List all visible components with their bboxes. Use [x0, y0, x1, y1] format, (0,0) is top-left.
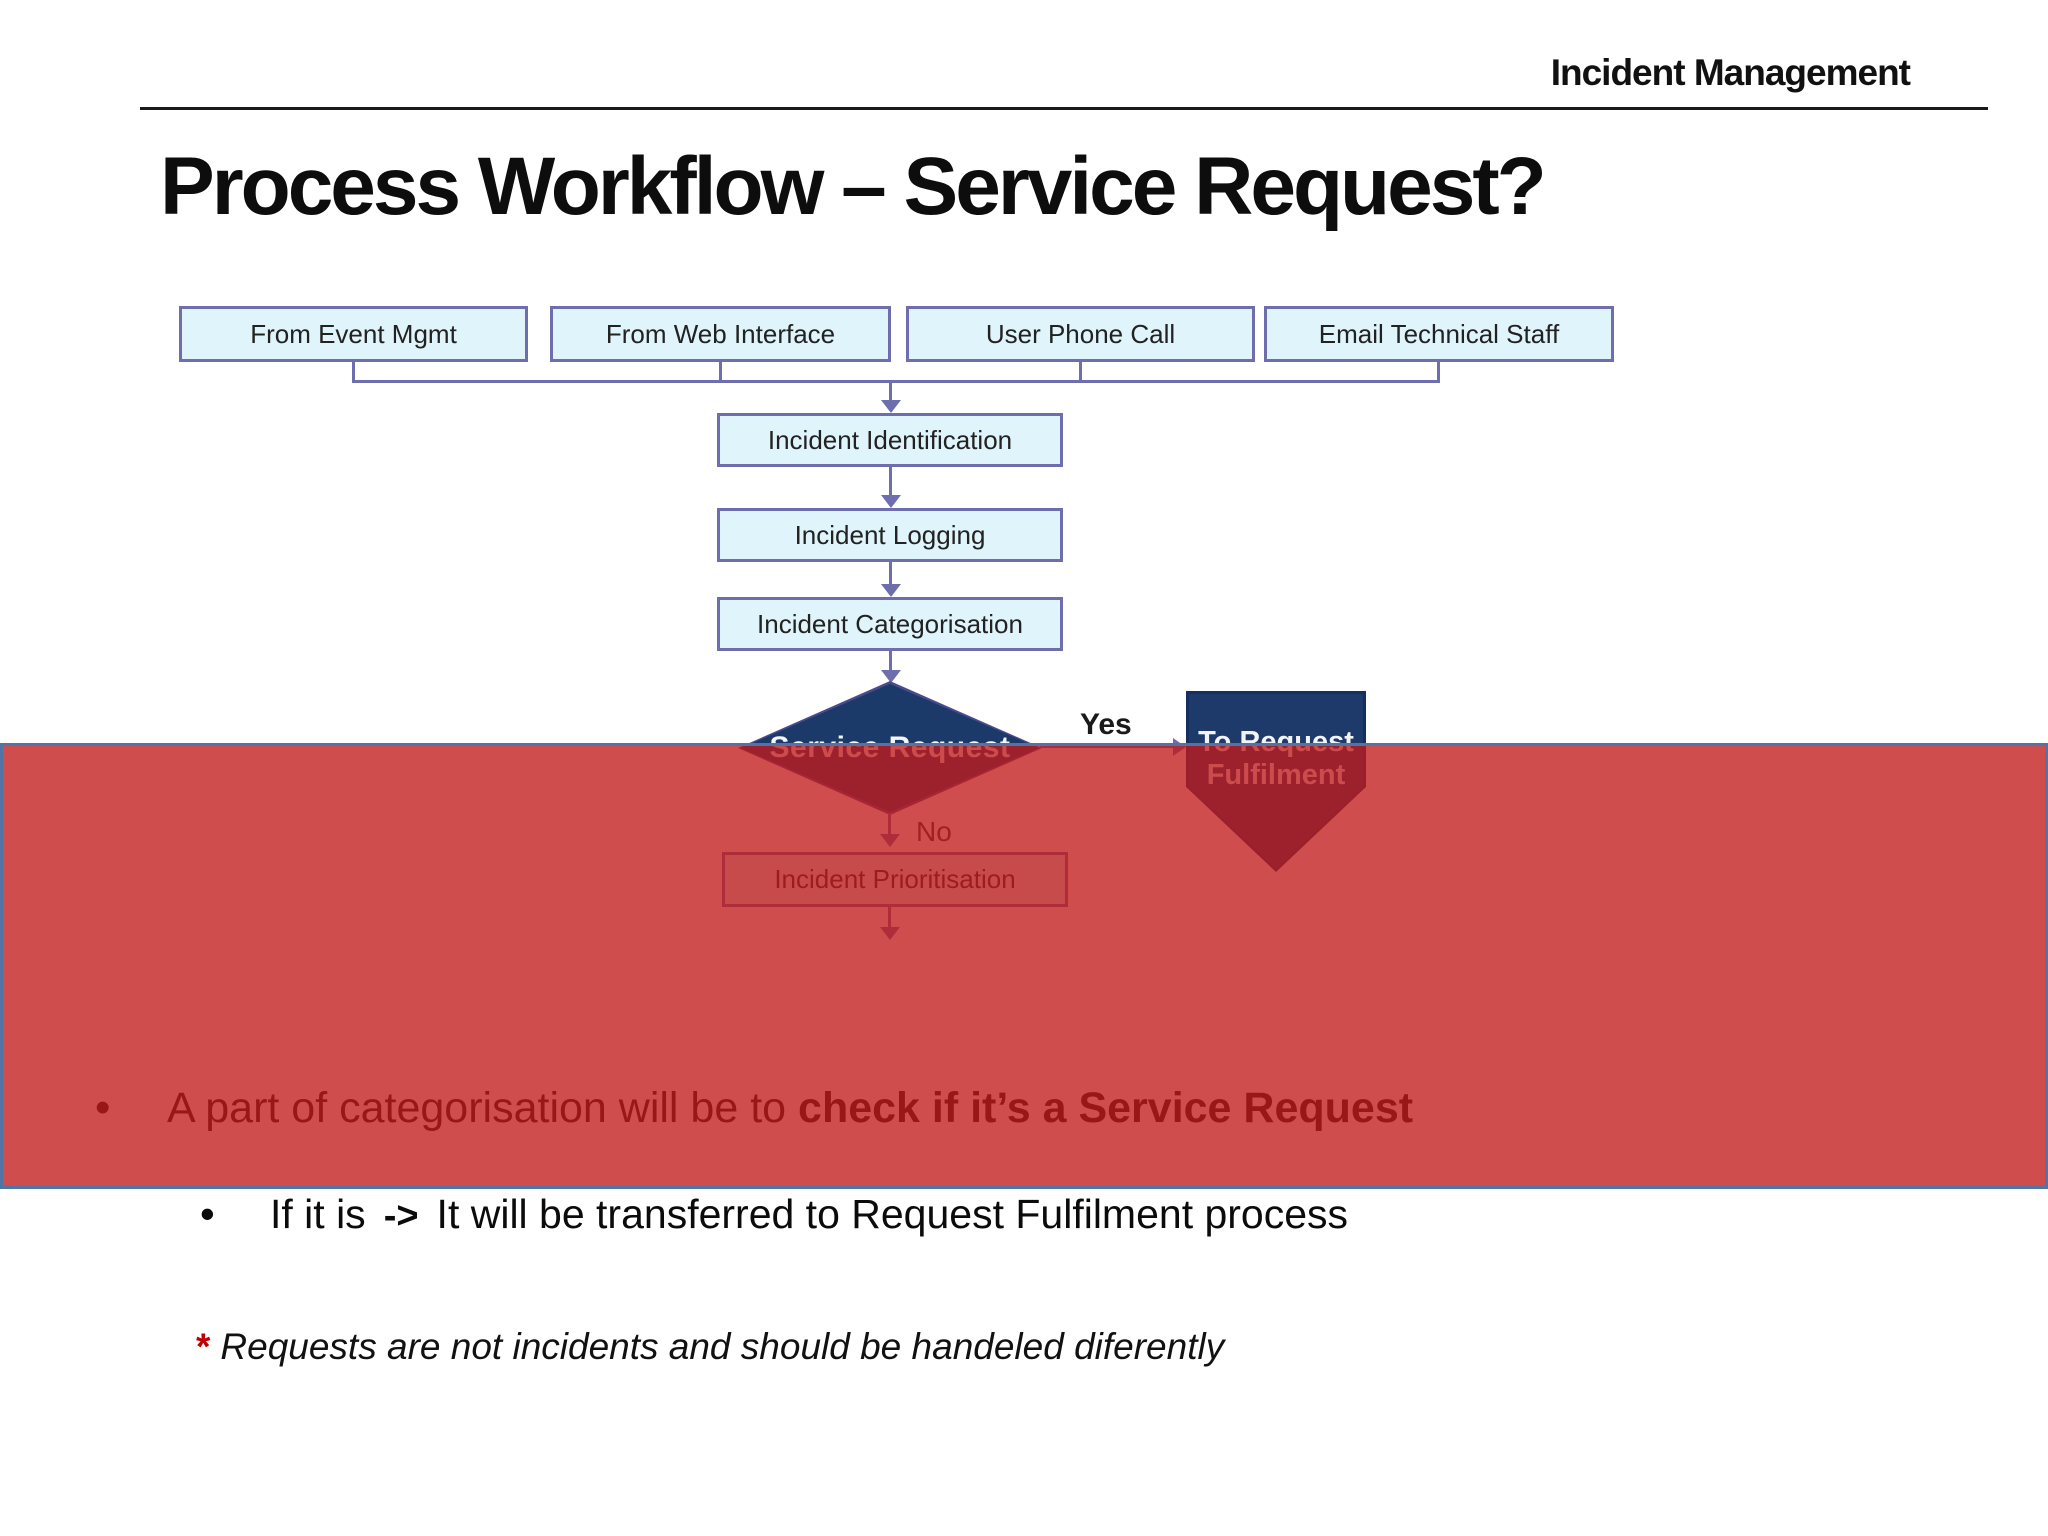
- arrow-down-icon: [881, 670, 901, 683]
- header-rule: [140, 107, 1988, 110]
- source-box-label: Email Technical Staff: [1318, 318, 1560, 349]
- yes-label: Yes: [1080, 708, 1132, 741]
- footnote: *Requests are not incidents and should b…: [196, 1326, 1224, 1368]
- step-box-label: Incident Logging: [794, 519, 986, 550]
- bullet-icon: •: [200, 1190, 215, 1237]
- highlight-overlay: [0, 743, 2048, 1189]
- step-box-incident-logging: Incident Logging: [717, 508, 1063, 562]
- footnote-asterisk: *: [196, 1326, 211, 1367]
- connector-line: [889, 380, 892, 401]
- connector-stub: [719, 362, 722, 380]
- connector-line: [889, 651, 892, 672]
- bullet-text: It will be transferred to Request Fulfil…: [436, 1191, 1349, 1237]
- connector-stub: [1437, 362, 1440, 380]
- connector-line: [889, 467, 892, 497]
- footnote-text: Requests are not incidents and should be…: [220, 1326, 1225, 1367]
- source-box-phone-call: User Phone Call: [906, 306, 1255, 362]
- arrow-down-icon: [881, 495, 901, 508]
- page-title: Process Workflow – Service Request?: [160, 141, 1547, 232]
- source-box-label: User Phone Call: [985, 318, 1176, 349]
- header-title: Incident Management: [1550, 52, 1911, 93]
- connector-line: [889, 562, 892, 586]
- step-box-label: Incident Identification: [767, 424, 1013, 455]
- connector-stub: [1079, 362, 1082, 380]
- bullet-text: If it is: [270, 1191, 366, 1237]
- source-box-email-staff: Email Technical Staff: [1264, 306, 1614, 362]
- arrow-down-icon: [881, 400, 901, 413]
- step-box-incident-identification: Incident Identification: [717, 413, 1063, 467]
- step-box-label: Incident Categorisation: [757, 608, 1023, 639]
- bullet-item-transfer: • If it is -> It will be transferred to Req…: [200, 1190, 1348, 1238]
- arrow-down-icon: [881, 584, 901, 597]
- source-box-web-interface: From Web Interface: [550, 306, 891, 362]
- source-box-event-mgmt: From Event Mgmt: [179, 306, 528, 362]
- step-box-incident-categorisation: Incident Categorisation: [717, 597, 1063, 651]
- arrow-text: ->: [383, 1195, 419, 1237]
- source-box-label: From Web Interface: [605, 318, 836, 349]
- connector-stub: [352, 362, 355, 380]
- source-box-label: From Event Mgmt: [250, 318, 457, 349]
- connector-rail: [352, 380, 1440, 383]
